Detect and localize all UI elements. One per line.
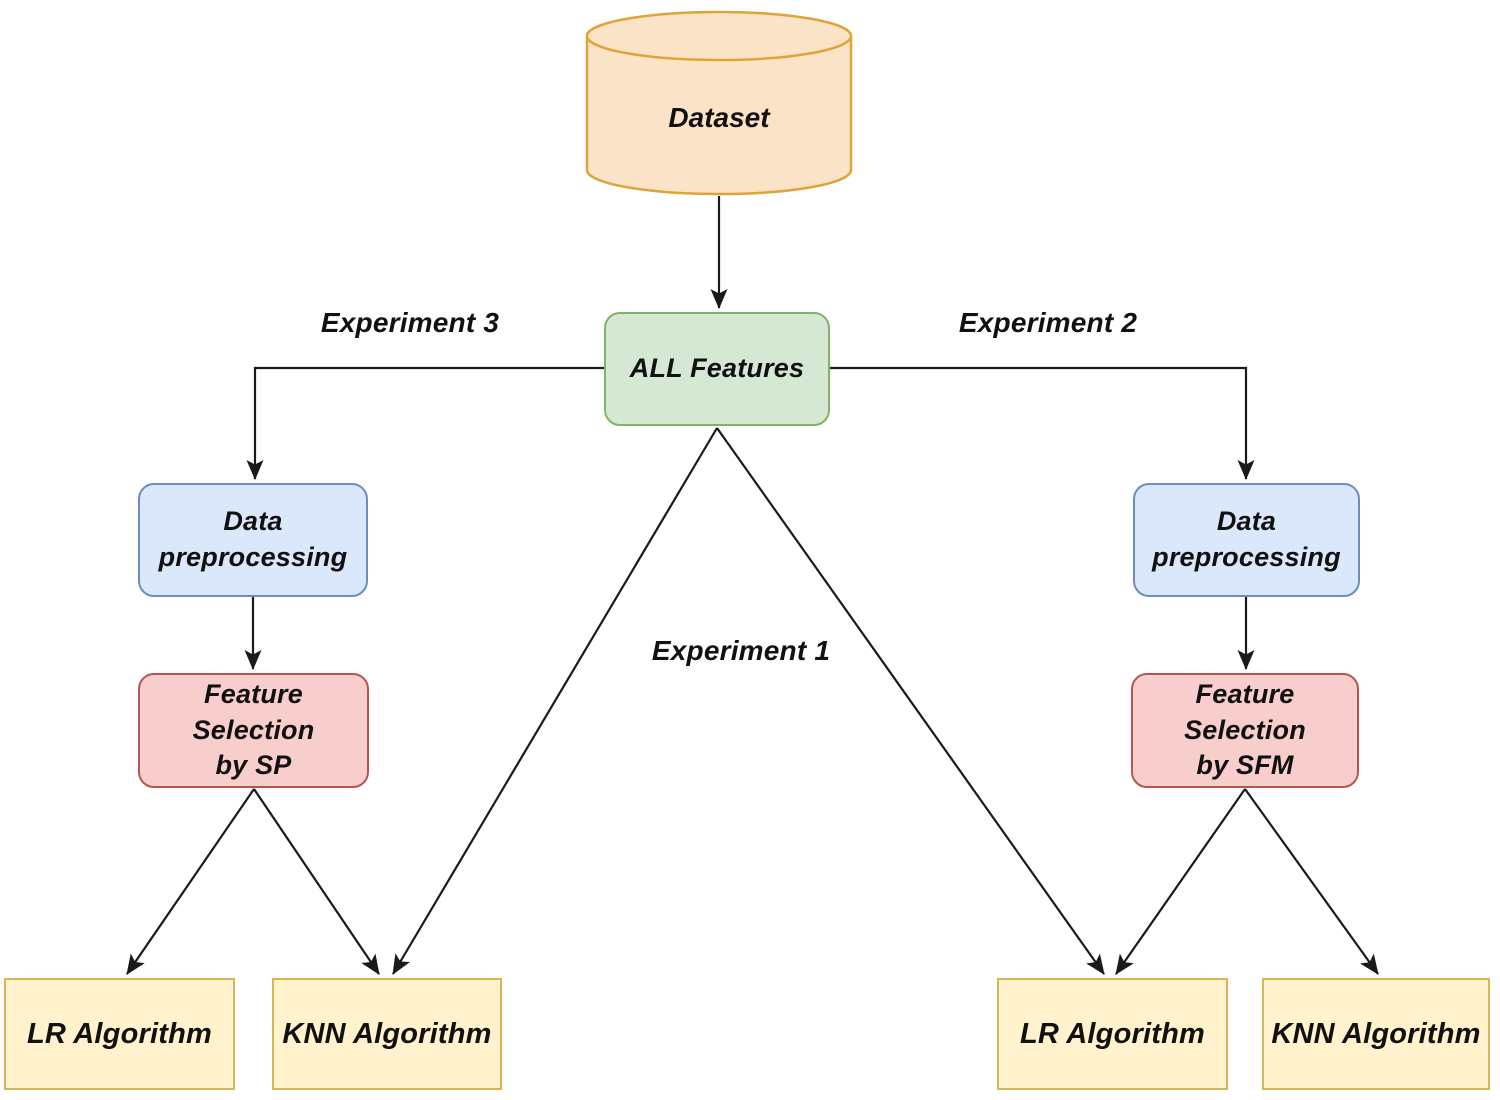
edge-fs-sp-to-knn-left xyxy=(253,788,380,975)
knn-algorithm-left-node: KNN Algorithm xyxy=(272,978,502,1090)
lr-algorithm-left-node: LR Algorithm xyxy=(4,978,235,1090)
edge-all-features-to-prep-right xyxy=(830,366,1255,480)
edge-all-features-to-lr-right xyxy=(716,427,1105,975)
experiment-3-label: Experiment 3 xyxy=(320,307,500,338)
edge-all-features-to-knn-left xyxy=(392,427,718,975)
edge-all-features-to-prep-left xyxy=(246,366,604,480)
edge-fs-sfm-to-knn-right xyxy=(1244,788,1379,975)
edge-fs-sfm-to-lr-right xyxy=(1115,788,1246,975)
edge-fs-sp-to-lr-left xyxy=(126,788,255,975)
lr-algorithm-right-node: LR Algorithm xyxy=(997,978,1228,1090)
feature-selection-sp-node: Feature Selection by SP xyxy=(138,673,369,788)
knn-algorithm-right-node: KNN Algorithm xyxy=(1262,978,1490,1090)
data-preprocessing-left-node: Data preprocessing xyxy=(138,483,368,597)
feature-selection-sfm-node: Feature Selection by SFM xyxy=(1131,673,1359,788)
data-preprocessing-right-node: Data preprocessing xyxy=(1133,483,1360,597)
experiment-2-label: Experiment 2 xyxy=(958,307,1138,338)
experiment-1-label: Experiment 1 xyxy=(651,635,831,666)
all-features-node: ALL Features xyxy=(604,312,830,426)
dataset-label: Dataset xyxy=(668,102,770,133)
dataset-node: Dataset xyxy=(585,10,853,196)
